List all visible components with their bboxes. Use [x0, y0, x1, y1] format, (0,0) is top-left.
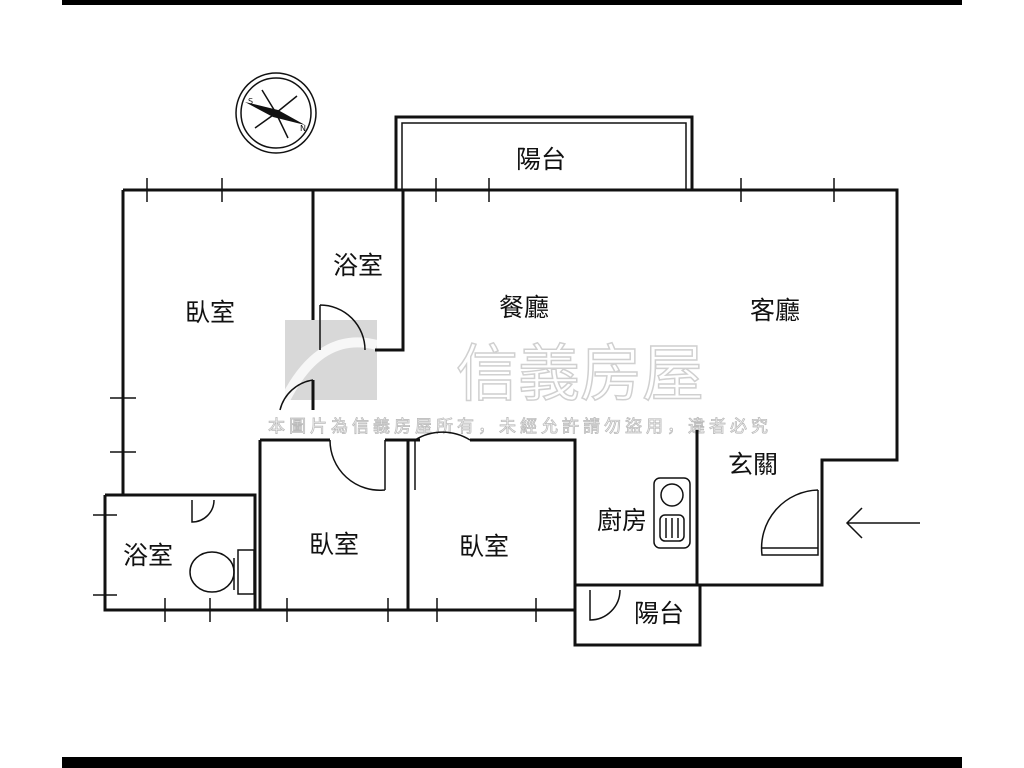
room-label-bedroom-2: 臥室 — [309, 530, 359, 559]
room-label-balcony-top: 陽台 — [516, 145, 566, 174]
room-label-master-bedroom: 臥室 — [185, 298, 235, 327]
room-label-balcony-small: 陽台 — [634, 599, 684, 628]
door-swing-icon — [191, 304, 819, 621]
top-border — [62, 0, 962, 5]
walls — [93, 115, 899, 647]
room-label-entrance: 玄關 — [728, 450, 778, 479]
compass-icon: S N — [235, 72, 317, 154]
room-label-kitchen: 廚房 — [597, 506, 647, 535]
room-label-bedroom-3: 臥室 — [459, 532, 509, 561]
watermark-notice: 本圖片為信義房屋所有，未經允許請勿盜用，違者必究 — [268, 417, 772, 437]
watermark-brand: 信義房屋 — [456, 337, 704, 410]
compass-north: N — [300, 124, 306, 133]
compass-south: S — [248, 97, 253, 106]
entry-arrow-icon — [845, 507, 920, 539]
room-label-bathroom-bottom: 浴室 — [123, 541, 173, 570]
room-label-dining: 餐廳 — [499, 293, 549, 322]
sink-icon — [653, 477, 691, 549]
toilet-icon — [189, 549, 255, 595]
bottom-border — [62, 757, 962, 768]
room-label-living: 客廳 — [750, 296, 800, 325]
room-label-bathroom-top: 浴室 — [333, 251, 383, 280]
watermark-logo: 信義房屋 本圖片為信義房屋所有，未經允許請勿盜用，違者必究 — [268, 320, 772, 437]
